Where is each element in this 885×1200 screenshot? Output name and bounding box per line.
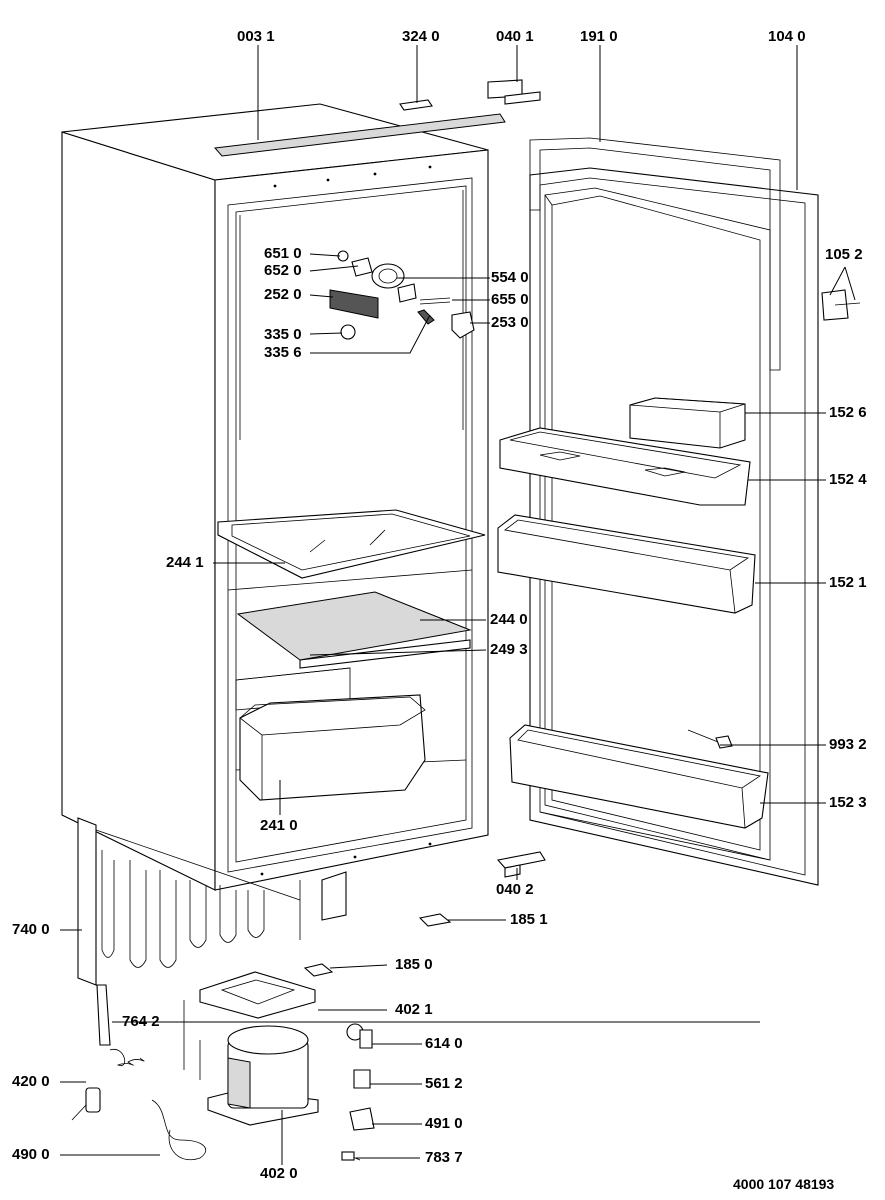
label-003-1: 003 1: [237, 28, 275, 45]
label-993-2: 993 2: [829, 736, 867, 753]
label-614-0: 614 0: [425, 1035, 463, 1052]
shelf-trim-strip: [299, 639, 471, 669]
label-244-0: 244 0: [490, 611, 528, 628]
label-105-2: 105 2: [825, 246, 863, 263]
label-191-0: 191 0: [580, 28, 618, 45]
label-244-1: 244 1: [166, 554, 204, 571]
label-324-0: 324 0: [402, 28, 440, 45]
cabinet-screws: [260, 165, 432, 876]
label-152-1: 152 1: [829, 574, 867, 591]
upper-hinge: [487, 79, 541, 105]
door-bin-upper: [497, 514, 756, 614]
label-152-4: 152 4: [829, 471, 867, 488]
capacitor: [71, 1087, 101, 1121]
crisper-drawer: [239, 694, 426, 801]
label-402-1: 402 1: [395, 1001, 433, 1018]
label-764-2: 764 2: [122, 1013, 160, 1030]
compressor: [183, 1000, 319, 1126]
door-gasket: [529, 137, 781, 371]
label-420-0: 420 0: [12, 1073, 50, 1090]
label-490-0: 490 0: [12, 1146, 50, 1163]
label-040-2: 040 2: [496, 881, 534, 898]
label-740-0: 740 0: [12, 921, 50, 938]
clip-part: [399, 99, 433, 111]
label-185-1: 185 1: [510, 911, 548, 928]
label-655-0: 655 0: [491, 291, 529, 308]
power-cord: [151, 1099, 206, 1161]
compressor-tray: [199, 971, 316, 1019]
label-652-0: 652 0: [264, 262, 302, 279]
door-bin-lower: [509, 724, 769, 829]
label-335-0: 335 0: [264, 326, 302, 343]
butter-box: [629, 397, 746, 449]
label-561-2: 561 2: [425, 1075, 463, 1092]
label-554-0: 554 0: [491, 269, 529, 286]
label-253-0: 253 0: [491, 314, 529, 331]
glass-shelf: [217, 509, 486, 579]
door-shelf-with-lids: [499, 427, 751, 506]
label-152-6: 152 6: [829, 404, 867, 421]
small-mounting-parts: [303, 913, 452, 977]
label-491-0: 491 0: [425, 1115, 463, 1132]
door: [529, 167, 819, 886]
crisper-cover-shelf: [236, 591, 472, 661]
label-104-0: 104 0: [768, 28, 806, 45]
label-252-0: 252 0: [264, 286, 302, 303]
label-040-1: 040 1: [496, 28, 534, 45]
filter-drier: [96, 984, 145, 1066]
label-152-3: 152 3: [829, 794, 867, 811]
label-651-0: 651 0: [264, 245, 302, 262]
label-335-6: 335 6: [264, 344, 302, 361]
door-hinge-bracket: [821, 289, 861, 321]
lower-hinge: [496, 851, 546, 878]
condenser-coil: [77, 817, 301, 986]
top-cover-strip: [213, 113, 506, 157]
leader-lines: [60, 45, 856, 1165]
document-number: 4000 107 48193: [733, 1176, 835, 1192]
label-783-7: 783 7: [425, 1149, 463, 1166]
label-402-0: 402 0: [260, 1165, 298, 1182]
label-185-0: 185 0: [395, 956, 433, 973]
label-249-3: 249 3: [490, 641, 528, 658]
label-241-0: 241 0: [260, 817, 298, 834]
rear-bracket: [321, 871, 347, 921]
relay-parts: [341, 1023, 375, 1161]
